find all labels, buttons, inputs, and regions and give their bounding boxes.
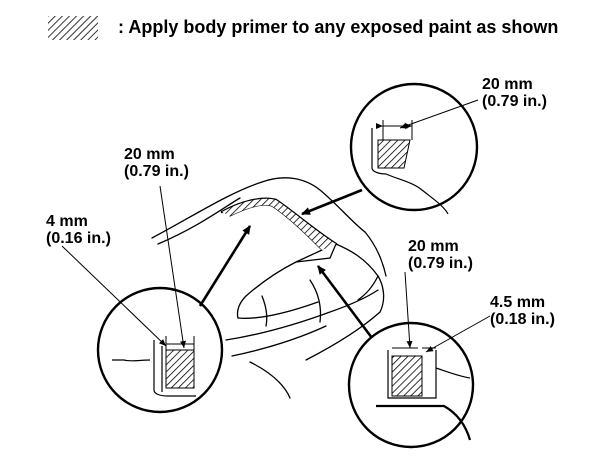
detail-circle-roof-edge — [349, 82, 479, 215]
label-outer-flange-mm: 4 mm — [46, 213, 88, 230]
label-roof-edge-mm: 20 mm — [482, 76, 533, 93]
primer-note: : Apply body primer to any exposed paint… — [118, 17, 559, 37]
label-pillar-flange-width: 4.5 mm (0.18 in.) — [490, 294, 555, 328]
label-pillar-in: (0.79 in.) — [408, 255, 473, 272]
label-drip-rail-mm: 20 mm — [124, 146, 175, 163]
label-roof-edge-in: (0.79 in.) — [482, 93, 547, 110]
label-drip-rail-width: 20 mm (0.79 in.) — [124, 146, 189, 180]
label-pillar-width: 20 mm (0.79 in.) — [408, 238, 473, 272]
label-pillar-flange-mm: 4.5 mm — [490, 294, 546, 311]
leader-lines — [61, 99, 491, 353]
label-outer-flange-in: (0.16 in.) — [46, 230, 111, 247]
label-roof-edge-width: 20 mm (0.79 in.) — [482, 76, 547, 110]
pointer-arrows — [198, 188, 374, 339]
rear-window-flange-primer-zone — [222, 198, 336, 250]
label-pillar-flange-in: (0.18 in.) — [490, 311, 555, 328]
label-outer-flange-width: 4 mm (0.16 in.) — [46, 213, 111, 247]
label-drip-rail-in: (0.79 in.) — [124, 163, 189, 180]
hatch-swatch-icon — [48, 16, 98, 40]
detail-circle-roof-flange — [96, 286, 224, 414]
label-pillar-mm: 20 mm — [408, 238, 459, 255]
detail-circle-quarter-panel — [347, 321, 475, 449]
